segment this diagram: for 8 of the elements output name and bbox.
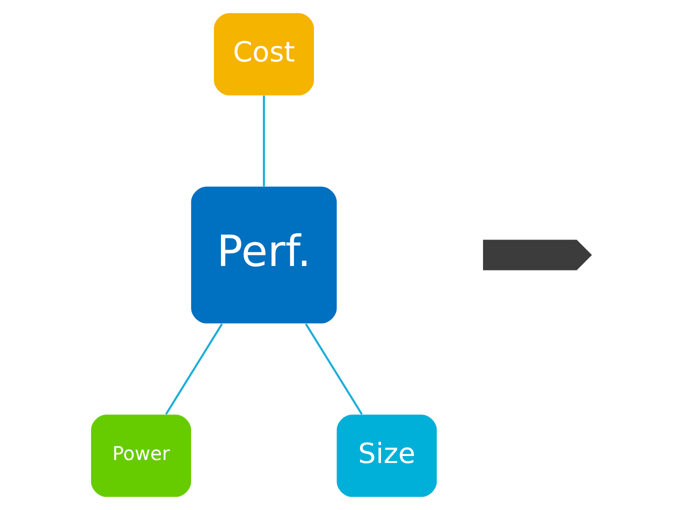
- connector: [262, 96, 264, 186]
- connector: [164, 323, 222, 415]
- node-box: Size: [336, 414, 436, 497]
- node-chevron: [482, 240, 592, 270]
- node-box: Perf.: [190, 186, 336, 324]
- node-box: Cost: [213, 13, 314, 96]
- connector: [304, 323, 362, 415]
- node-box: Power: [90, 414, 191, 497]
